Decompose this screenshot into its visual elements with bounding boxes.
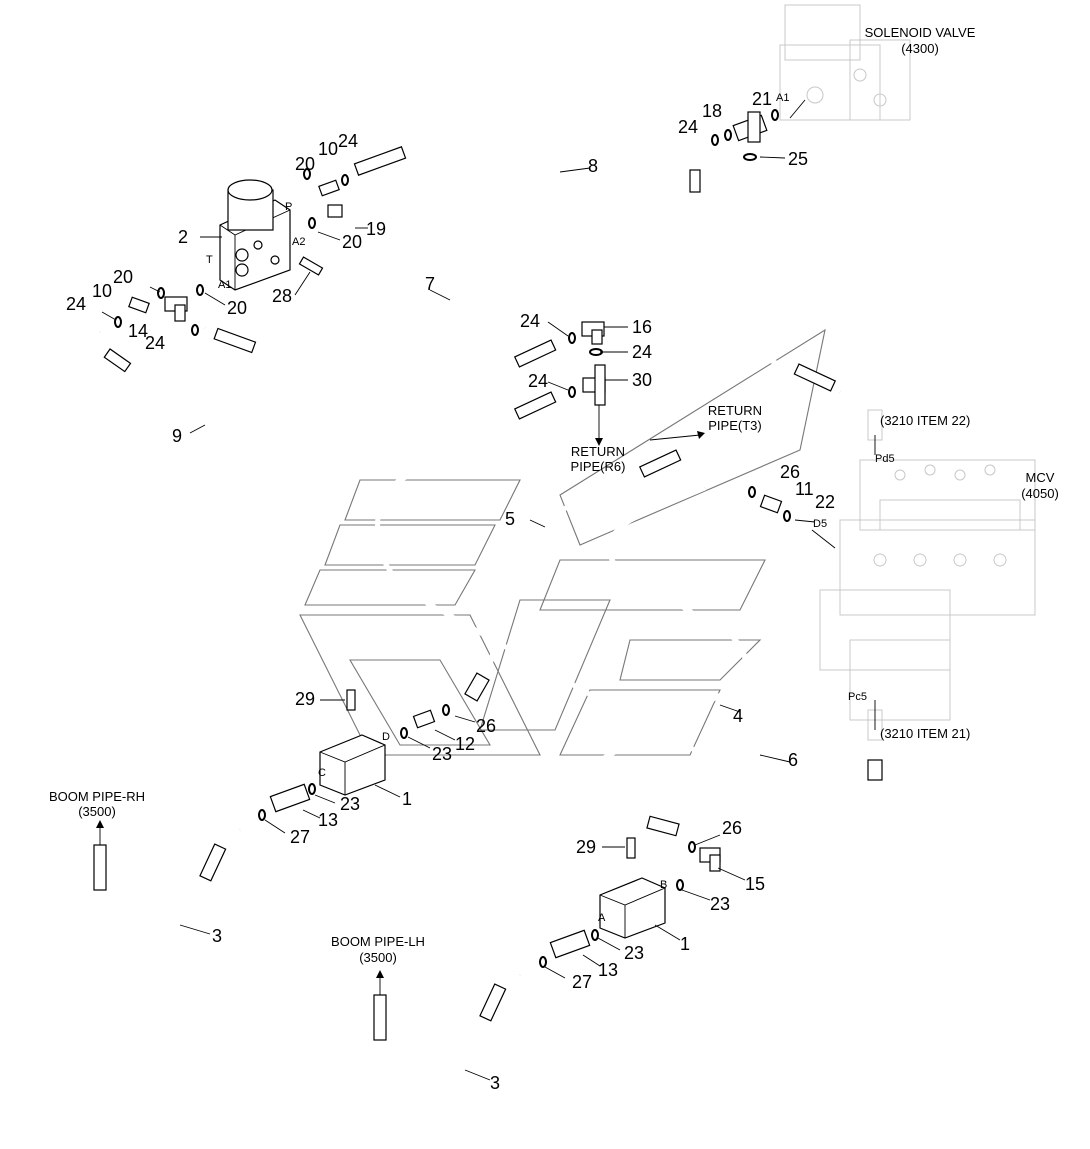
callout-2: 2 <box>178 227 188 247</box>
hose-8 <box>358 120 714 239</box>
hose-3-rh <box>97 828 242 963</box>
callout-3b: 3 <box>490 1073 500 1093</box>
callout-16: 16 <box>632 317 652 337</box>
callout-23c: 23 <box>710 894 730 914</box>
solenoid-valve-ghost <box>779 4 911 121</box>
solenoid-valve-label: SOLENOID VALVE <box>865 25 976 40</box>
hose-6 <box>375 402 878 838</box>
flow-arrows <box>96 431 705 995</box>
port-a1-solenoid: A1 <box>776 92 789 104</box>
port-a1-valve: A1 <box>218 279 231 291</box>
notes: SOLENOID VALVE (4300) MCV (4050) (3210 I… <box>49 25 1059 965</box>
callout-24b: 24 <box>338 131 358 151</box>
callout-8: 8 <box>588 156 598 176</box>
callout-24g: 24 <box>528 371 548 391</box>
return-r6-line2: PIPE(R6) <box>571 459 626 474</box>
callout-20c: 20 <box>113 267 133 287</box>
mcv-ghost <box>819 409 1036 741</box>
port-p: P <box>285 201 292 213</box>
port-t: T <box>206 254 213 266</box>
port-pc5: Pc5 <box>848 691 867 703</box>
watermark-logo <box>299 328 826 756</box>
callout-24d: 24 <box>145 333 165 353</box>
small-parts <box>128 111 783 959</box>
callout-30: 30 <box>632 370 652 390</box>
leader-lines <box>101 99 876 1081</box>
callout-21: 21 <box>752 89 772 109</box>
callout-23a: 23 <box>432 744 452 764</box>
callout-18: 18 <box>702 101 722 121</box>
callout-28: 28 <box>272 286 292 306</box>
callout-10b: 10 <box>92 281 112 301</box>
callout-25: 25 <box>788 149 808 169</box>
callouts: 8 7 9 2 21 18 24 25 10 24 20 19 20 28 20… <box>66 89 835 1093</box>
solenoid-valve-ref: (4300) <box>901 41 939 56</box>
return-t3-line1: RETURN <box>708 403 762 418</box>
o-rings <box>114 109 791 968</box>
hose-4 <box>590 485 748 833</box>
callout-11: 11 <box>795 479 814 499</box>
mcv-ref: (4050) <box>1021 486 1059 501</box>
callout-1b: 1 <box>680 934 690 954</box>
port-c: C <box>318 767 326 779</box>
callout-14: 14 <box>128 321 148 341</box>
boom-lh-ref: (3500) <box>359 950 397 965</box>
item21-label: (3210 ITEM 21) <box>880 726 970 741</box>
callout-1a: 1 <box>402 789 412 809</box>
return-r6-line1: RETURN <box>571 444 625 459</box>
port-a2: A2 <box>292 236 305 248</box>
port-labels: P T A1 A2 A1 Pd5 D5 Pc5 C D A B <box>206 92 895 924</box>
callout-12: 12 <box>455 734 475 754</box>
callout-15: 15 <box>745 874 765 894</box>
callout-5: 5 <box>505 509 515 529</box>
hose-7 <box>203 255 842 395</box>
boom-rh-ref: (3500) <box>78 804 116 819</box>
callout-24e: 24 <box>520 311 540 331</box>
boom-lh-label: BOOM PIPE-LH <box>331 934 425 949</box>
callout-23b: 23 <box>340 794 360 814</box>
callout-29b: 29 <box>576 837 596 857</box>
hose-5 <box>467 452 682 697</box>
callout-26a: 26 <box>780 462 800 482</box>
callout-22: 22 <box>815 492 835 512</box>
callout-27a: 27 <box>290 827 310 847</box>
callout-7: 7 <box>425 274 435 294</box>
callout-26c: 26 <box>722 818 742 838</box>
callout-4: 4 <box>733 706 743 726</box>
boom-rh-label: BOOM PIPE-RH <box>49 789 145 804</box>
port-d5: D5 <box>813 518 827 530</box>
hose-9 <box>85 329 551 461</box>
callout-19: 19 <box>366 219 386 239</box>
callout-6: 6 <box>788 750 798 770</box>
item22-label: (3210 ITEM 22) <box>880 413 970 428</box>
return-t3-line2: PIPE(T3) <box>708 418 761 433</box>
port-d: D <box>382 731 390 743</box>
callout-10a: 10 <box>318 139 338 159</box>
callout-20d: 20 <box>227 298 247 318</box>
callout-3a: 3 <box>212 926 222 946</box>
callout-24c: 24 <box>66 294 86 314</box>
solenoid-valve-2 <box>219 179 291 291</box>
callout-20b: 20 <box>342 232 362 252</box>
port-b: B <box>660 879 667 891</box>
callout-24f: 24 <box>632 342 652 362</box>
callout-23d: 23 <box>624 943 644 963</box>
callout-13b: 13 <box>598 960 618 980</box>
mcv-label: MCV <box>1026 470 1055 485</box>
port-a: A <box>598 912 606 924</box>
callout-29a: 29 <box>295 689 315 709</box>
callout-26b: 26 <box>476 716 496 736</box>
port-pd5: Pd5 <box>875 453 895 465</box>
hose-3-lh <box>377 973 522 1118</box>
callout-27b: 27 <box>572 972 592 992</box>
callout-13a: 13 <box>318 810 338 830</box>
callout-9: 9 <box>172 426 182 446</box>
callout-24a: 24 <box>678 117 698 137</box>
hose-fittings <box>93 146 883 1041</box>
callout-20a: 20 <box>295 154 315 174</box>
